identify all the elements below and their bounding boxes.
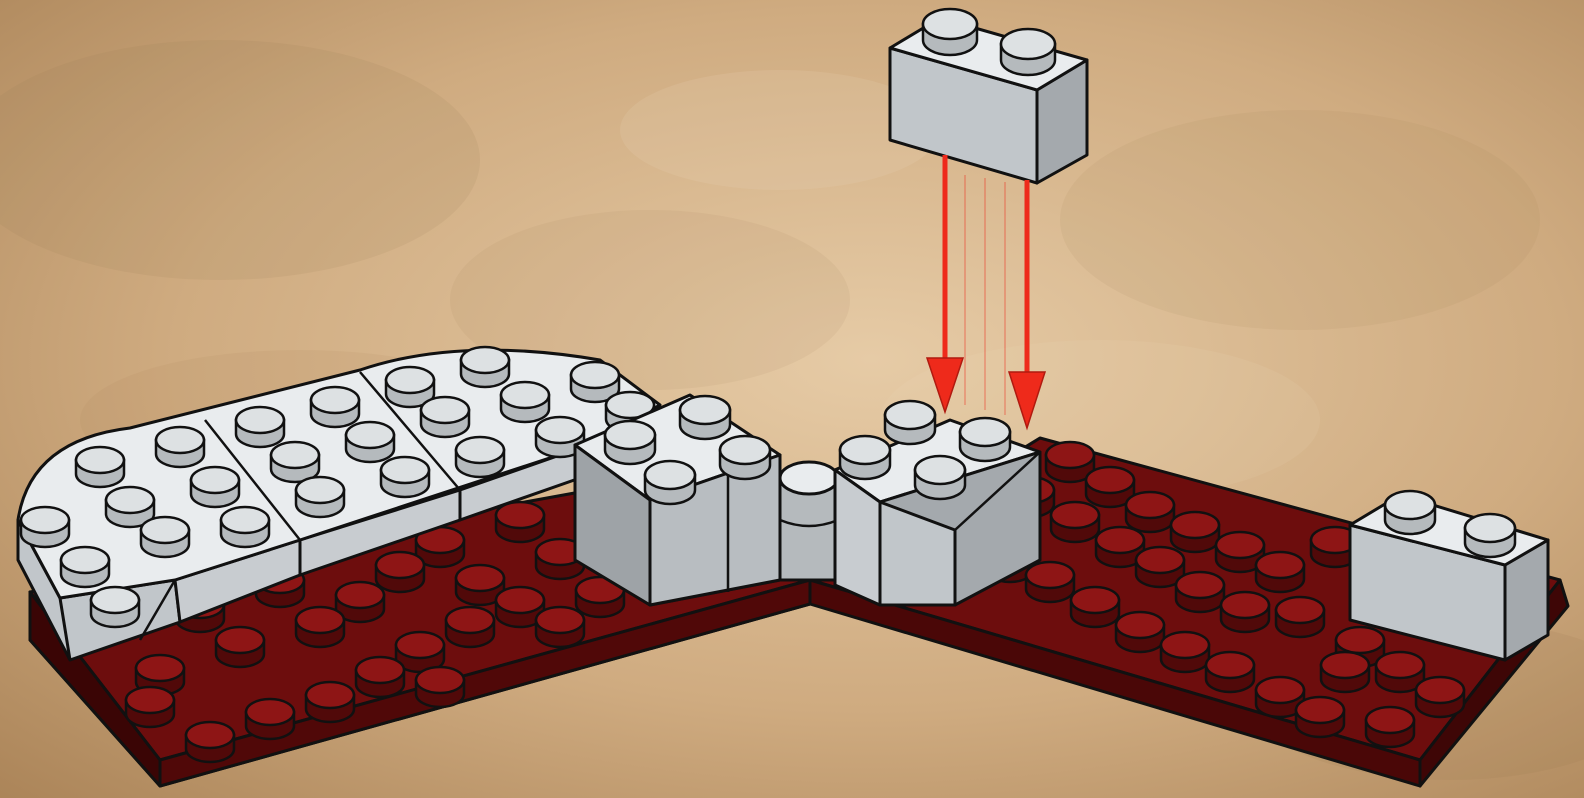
- stud: [139, 515, 191, 559]
- stud: [184, 720, 236, 764]
- stud: [19, 505, 71, 549]
- stud: [494, 585, 546, 629]
- stud: [1204, 650, 1256, 694]
- stud: [1174, 570, 1226, 614]
- stud: [104, 485, 156, 529]
- gray-brick-1x2-placed: [573, 393, 782, 607]
- brick-studs: [603, 394, 1517, 559]
- stud: [494, 500, 546, 544]
- stud: [124, 685, 176, 729]
- stud: [454, 563, 506, 607]
- stud: [883, 399, 937, 446]
- stud: [1309, 525, 1361, 569]
- stud: [304, 680, 356, 724]
- stud: [1024, 560, 1076, 604]
- stud: [1254, 550, 1306, 594]
- stud: [643, 459, 697, 506]
- stud: [1374, 650, 1426, 694]
- stud: [1219, 590, 1271, 634]
- stud: [419, 395, 471, 439]
- stud: [1049, 500, 1101, 544]
- stud: [958, 416, 1012, 463]
- stud: [1463, 512, 1517, 559]
- stud: [394, 630, 446, 674]
- stud: [59, 545, 111, 589]
- stud: [1364, 705, 1416, 749]
- stud: [154, 425, 206, 469]
- new-brick-studs: [921, 7, 1057, 77]
- stud: [1254, 675, 1306, 719]
- stud: [1169, 510, 1221, 554]
- gray-hinge-connector: [778, 460, 840, 582]
- stud: [269, 440, 321, 484]
- light-gray-studs: [19, 345, 656, 629]
- stud: [913, 454, 967, 501]
- stud: [444, 605, 496, 649]
- guide-lines: [964, 175, 1006, 415]
- stud: [1319, 650, 1371, 694]
- stud: [534, 537, 586, 581]
- stud: [459, 345, 511, 389]
- stud: [1414, 675, 1466, 719]
- down-arrow-icon: [1007, 180, 1047, 431]
- stud: [189, 465, 241, 509]
- stud: [354, 655, 406, 699]
- stud: [603, 419, 657, 466]
- stud: [1069, 585, 1121, 629]
- stud: [294, 605, 346, 649]
- stud: [1383, 489, 1437, 536]
- stud: [534, 415, 586, 459]
- stud: [414, 665, 466, 709]
- stud: [1294, 695, 1346, 739]
- plate-studs: [124, 440, 1466, 764]
- stud: [244, 697, 296, 741]
- stud: [1124, 490, 1176, 534]
- stud: [234, 405, 286, 449]
- stud: [219, 505, 271, 549]
- stud: [1084, 465, 1136, 509]
- stud: [999, 27, 1057, 77]
- stud: [1274, 595, 1326, 639]
- stud: [214, 625, 266, 669]
- stud: [921, 7, 979, 57]
- stud: [838, 434, 892, 481]
- stud: [89, 585, 141, 629]
- stud: [534, 605, 586, 649]
- stud: [384, 365, 436, 409]
- stud: [1134, 545, 1186, 589]
- stud: [344, 420, 396, 464]
- stud: [309, 385, 361, 429]
- stud: [499, 380, 551, 424]
- stud: [678, 394, 732, 441]
- stud: [294, 475, 346, 519]
- stud: [379, 455, 431, 499]
- stud: [569, 360, 621, 404]
- stud: [334, 580, 386, 624]
- stud: [1159, 630, 1211, 674]
- stud: [374, 550, 426, 594]
- down-arrow-icon: [925, 155, 965, 415]
- stud: [1114, 610, 1166, 654]
- stud: [718, 434, 772, 481]
- stud: [74, 445, 126, 489]
- stud: [1094, 525, 1146, 569]
- stud: [454, 435, 506, 479]
- stud: [1214, 530, 1266, 574]
